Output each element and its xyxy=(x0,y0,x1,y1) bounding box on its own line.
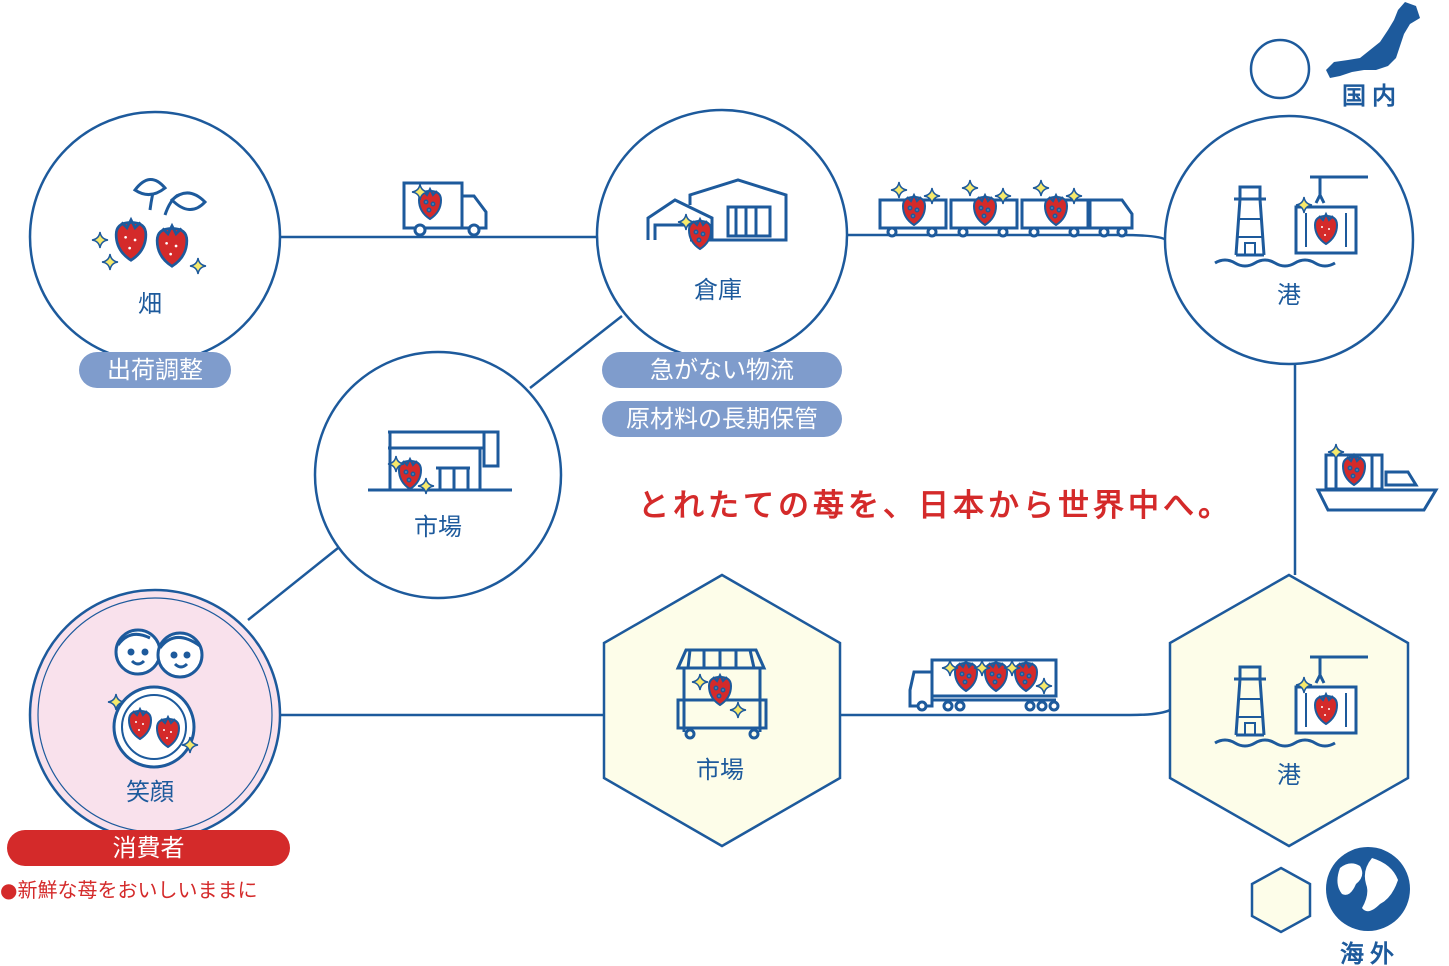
node-warehouse-label: 倉庫 xyxy=(694,276,742,304)
node-field-label: 畑 xyxy=(138,290,162,318)
strawberry-plant-icon xyxy=(91,178,208,275)
tag-non-urgent-logistics: 急がない物流 xyxy=(602,352,842,388)
smiling-children-icon xyxy=(114,628,204,679)
ship-icon xyxy=(1315,442,1439,512)
consumer-note: ●新鮮な苺をおいしいままに xyxy=(0,878,258,902)
strawberry-plate-icon xyxy=(107,685,199,769)
node-market-domestic-label: 市場 xyxy=(414,513,462,541)
node-port-overseas: 港 xyxy=(1168,573,1410,848)
node-market-domestic: 市場 xyxy=(313,350,563,600)
store-icon xyxy=(368,430,512,496)
node-market-overseas-label: 市場 xyxy=(696,756,744,784)
truck-icon xyxy=(402,181,488,237)
node-market-overseas: 市場 xyxy=(602,573,842,848)
market-stall-icon xyxy=(675,648,768,740)
legend-overseas: 海外 xyxy=(1250,847,1410,966)
tag-long-term-storage: 原材料の長期保管 xyxy=(602,401,842,437)
node-warehouse: 倉庫 xyxy=(595,108,849,362)
legend-domestic: 国内 xyxy=(1249,2,1420,110)
node-field: 畑 xyxy=(28,110,282,364)
legend-overseas-hexagon xyxy=(1250,866,1312,934)
legend-overseas-label: 海外 xyxy=(1340,940,1400,966)
node-port-overseas-label: 港 xyxy=(1277,761,1301,789)
legend-domestic-circle xyxy=(1249,38,1311,100)
semi-truck-icon xyxy=(908,658,1060,712)
tag-shipping-adjustment: 出荷調整 xyxy=(79,352,231,388)
node-port-domestic: 港 xyxy=(1163,114,1415,366)
node-port-domestic-label: 港 xyxy=(1277,281,1301,309)
headline: とれたての苺を、日本から世界中へ。 xyxy=(638,488,1233,524)
line-warehouse-market xyxy=(529,315,623,389)
legend-domestic-label: 国内 xyxy=(1342,82,1402,110)
line-market-consumer xyxy=(247,547,339,621)
globe-icon xyxy=(1326,847,1410,931)
line-overseas-market-port xyxy=(840,708,1171,717)
japan-map-icon xyxy=(1326,2,1420,78)
train-icon xyxy=(878,178,1134,238)
node-consumer: 笑顔 xyxy=(28,588,282,842)
warehouse-icon xyxy=(646,178,788,251)
node-consumer-label: 笑顔 xyxy=(126,778,174,806)
tag-consumer: 消費者 xyxy=(7,830,290,866)
